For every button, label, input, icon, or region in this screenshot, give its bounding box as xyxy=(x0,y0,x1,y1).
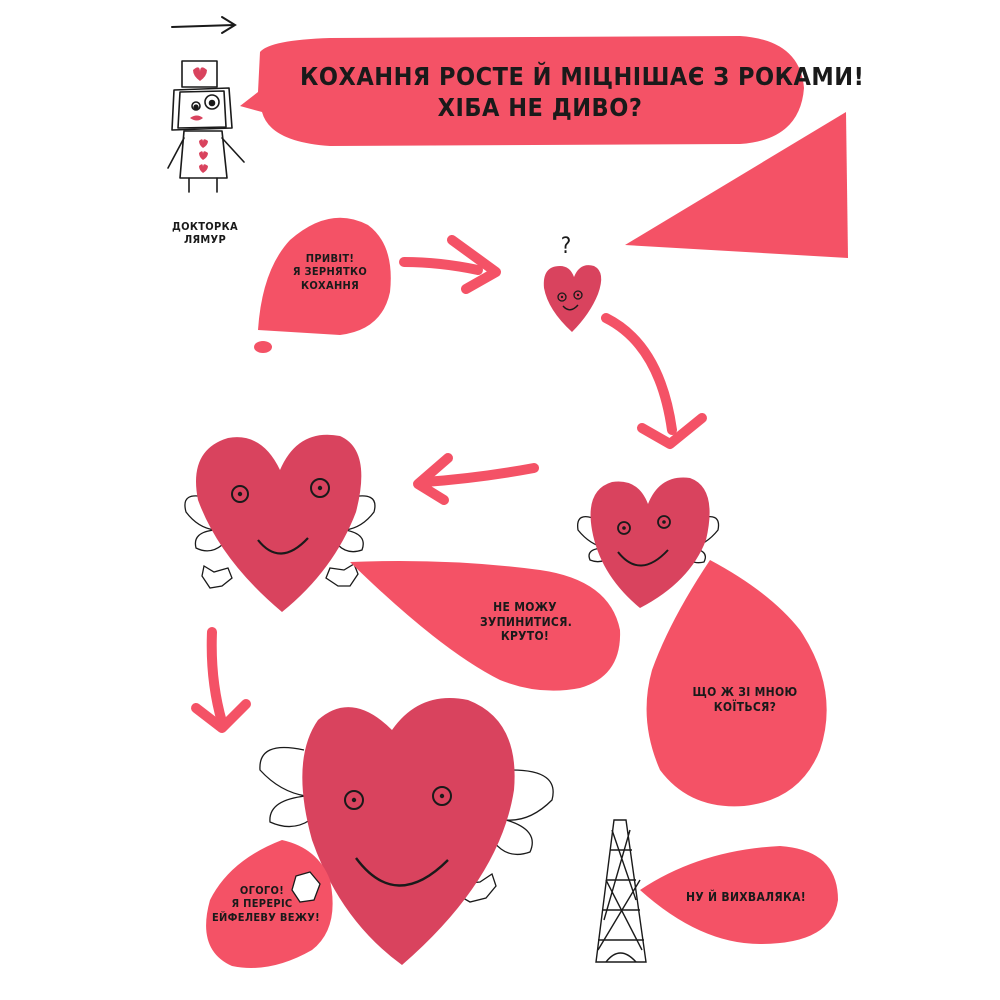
arrow-left xyxy=(420,463,539,487)
seed-line-3: КОХАННЯ xyxy=(300,278,360,292)
small-heart xyxy=(543,265,602,332)
huge-heart xyxy=(259,698,554,965)
medium-heart xyxy=(577,477,720,608)
arrow-down-right-head xyxy=(637,413,707,449)
eiffel-line-3: ЕЙФЕЛЕВУ ВЕЖУ! xyxy=(212,910,320,924)
arrow-down xyxy=(206,627,227,727)
large-heart xyxy=(184,434,376,612)
eiffel-line-2: Я ПЕРЕРІС xyxy=(231,897,293,911)
whats-happening-bubble xyxy=(646,560,827,807)
eiffel-bubble xyxy=(206,840,333,968)
seed-bubble xyxy=(258,217,391,335)
showoff-bubble xyxy=(640,846,838,944)
title-bubble xyxy=(240,36,804,146)
cant-stop-bubble xyxy=(350,561,621,691)
seed-bubble-text: ПРИВІТ! Я ЗЕРНЯТКО КОХАННЯ xyxy=(290,252,370,292)
eiffel-bubble-text: ОГОГО! Я ПЕРЕРІС ЕЙФЕЛЕВУ ВЕЖУ! xyxy=(212,884,320,924)
doctor-caption-line-1: ДОКТОРКА xyxy=(172,220,238,233)
top-arrow-icon xyxy=(171,16,237,34)
question-mark: ? xyxy=(560,234,572,259)
showoff-text: НУ Й ВИХВАЛЯКА! xyxy=(676,890,816,905)
title-text: КОХАННЯ РОСТЕ Й МІЦНІШАЄ З РОКАМИ! ХІБА … xyxy=(300,62,865,123)
whats-happening-line-2: КОЇТЬСЯ? xyxy=(713,699,777,714)
eiffel-bubble-hand xyxy=(291,871,321,903)
doctor-caption: ДОКТОРКА ЛЯМУР xyxy=(170,220,240,247)
doctor-caption-line-2: ЛЯМУР xyxy=(183,233,227,247)
cant-stop-line-3: КРУТО! xyxy=(500,629,550,644)
arrow-left-head xyxy=(413,453,453,505)
seed-line-2: Я ЗЕРНЯТКО xyxy=(292,265,368,279)
cant-stop-line-2: ЗУПИНИТИСЯ. xyxy=(480,614,573,629)
seed-dot xyxy=(254,341,272,353)
eiffel-line-1: ОГОГО! xyxy=(239,884,285,897)
showoff-line-1: НУ Й ВИХВАЛЯКА! xyxy=(686,890,806,904)
whats-happening-text: ЩО Ж ЗІ МНОЮ КОЇТЬСЯ? xyxy=(690,685,800,714)
title-line-2: ХІБА НЕ ДИВО? xyxy=(437,92,643,122)
seed-line-1: ПРИВІТ! xyxy=(305,252,355,265)
title-line-1: КОХАННЯ РОСТЕ Й МІЦНІШАЄ З РОКАМИ! xyxy=(300,62,865,91)
whats-happening-line-1: ЩО Ж ЗІ МНОЮ xyxy=(692,685,798,699)
pointer-triangle xyxy=(625,112,848,258)
arrow-seed-to-heart xyxy=(399,257,483,275)
cant-stop-text: НЕ МОЖУ ЗУПИНИТИСЯ. КРУТО! xyxy=(480,600,573,644)
doctor-lamour-figure xyxy=(167,60,245,193)
arrow-down-head xyxy=(191,699,251,733)
arrow-down-right xyxy=(601,313,677,435)
cant-stop-line-1: НЕ МОЖУ xyxy=(493,600,557,614)
eiffel-tower-icon xyxy=(595,819,647,963)
arrow-seed-to-heart-head xyxy=(447,235,501,294)
